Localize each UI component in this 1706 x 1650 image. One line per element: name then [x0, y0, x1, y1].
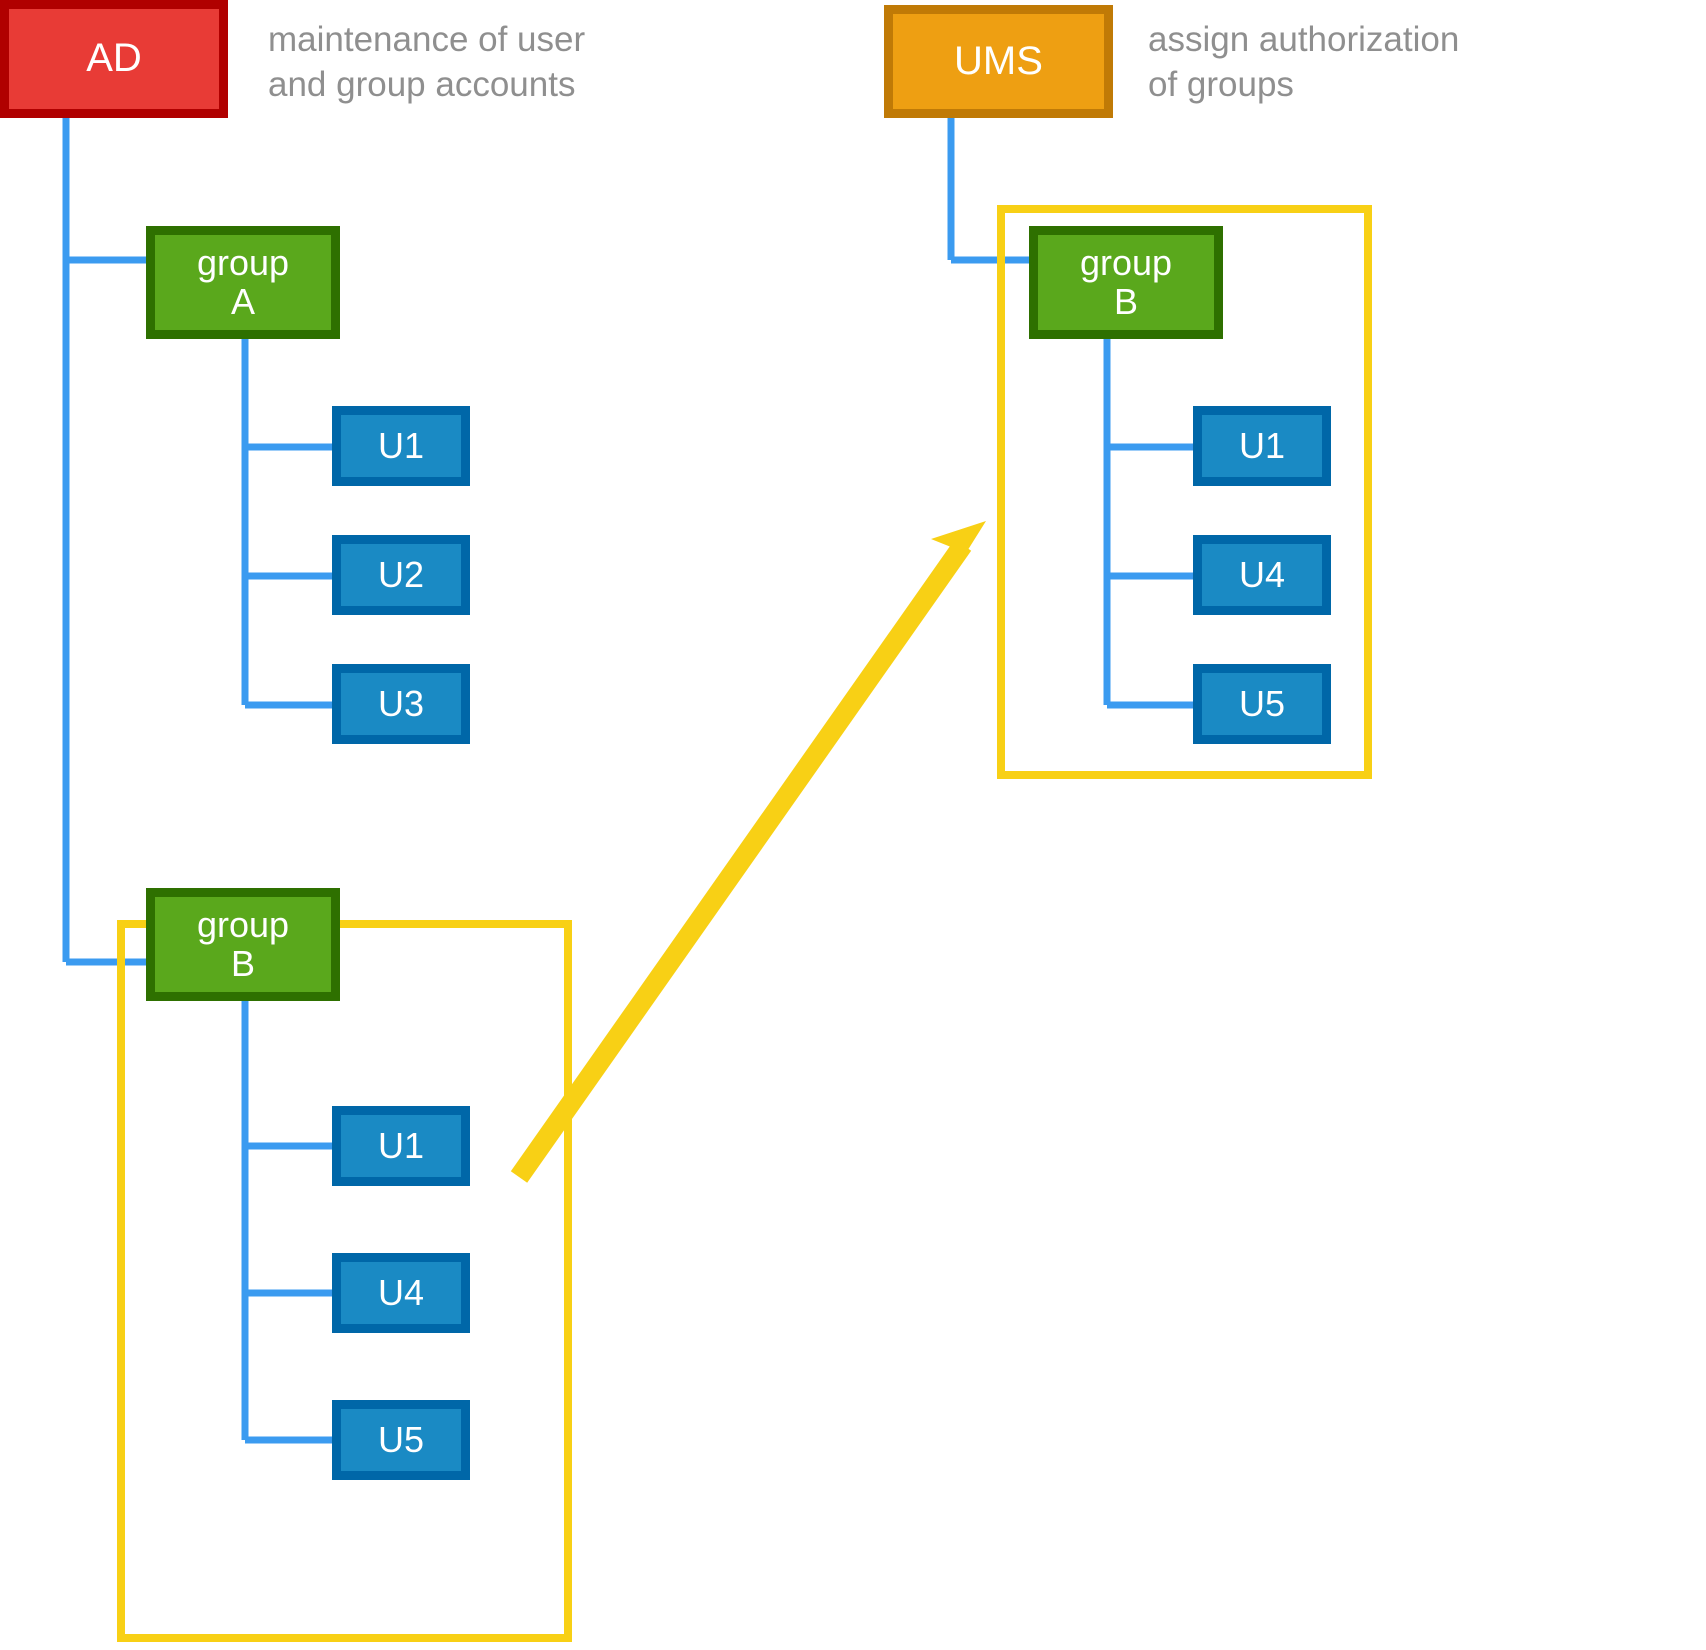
caption-ad: maintenance of user and group accounts: [268, 20, 586, 104]
node-ad[interactable]: AD: [0, 0, 228, 118]
caption-ums: assign authorization of groups: [1148, 20, 1460, 104]
node-group-b-left-user-u4[interactable]: U4: [332, 1253, 470, 1333]
node-group-a[interactable]: group A: [146, 226, 340, 339]
node-group-a-user-u1[interactable]: U1: [332, 406, 470, 486]
highlight-box-group-b-left: [117, 920, 572, 1642]
node-group-a-user-u2[interactable]: U2: [332, 535, 470, 615]
node-group-b-right-user-u4[interactable]: U4: [1193, 535, 1331, 615]
node-group-b-left[interactable]: group B: [146, 888, 340, 1001]
node-group-a-user-u3[interactable]: U3: [332, 664, 470, 744]
node-group-b-left-user-u1[interactable]: U1: [332, 1106, 470, 1186]
node-group-b-right-user-u5[interactable]: U5: [1193, 664, 1331, 744]
node-ums[interactable]: UMS: [884, 5, 1113, 118]
node-group-b-left-user-u5[interactable]: U5: [332, 1400, 470, 1480]
node-group-b-right[interactable]: group B: [1029, 226, 1223, 339]
node-group-b-right-user-u1[interactable]: U1: [1193, 406, 1331, 486]
highlight-box-group-b-right: [997, 205, 1372, 779]
group-b-sync-arrow: [510, 521, 986, 1183]
